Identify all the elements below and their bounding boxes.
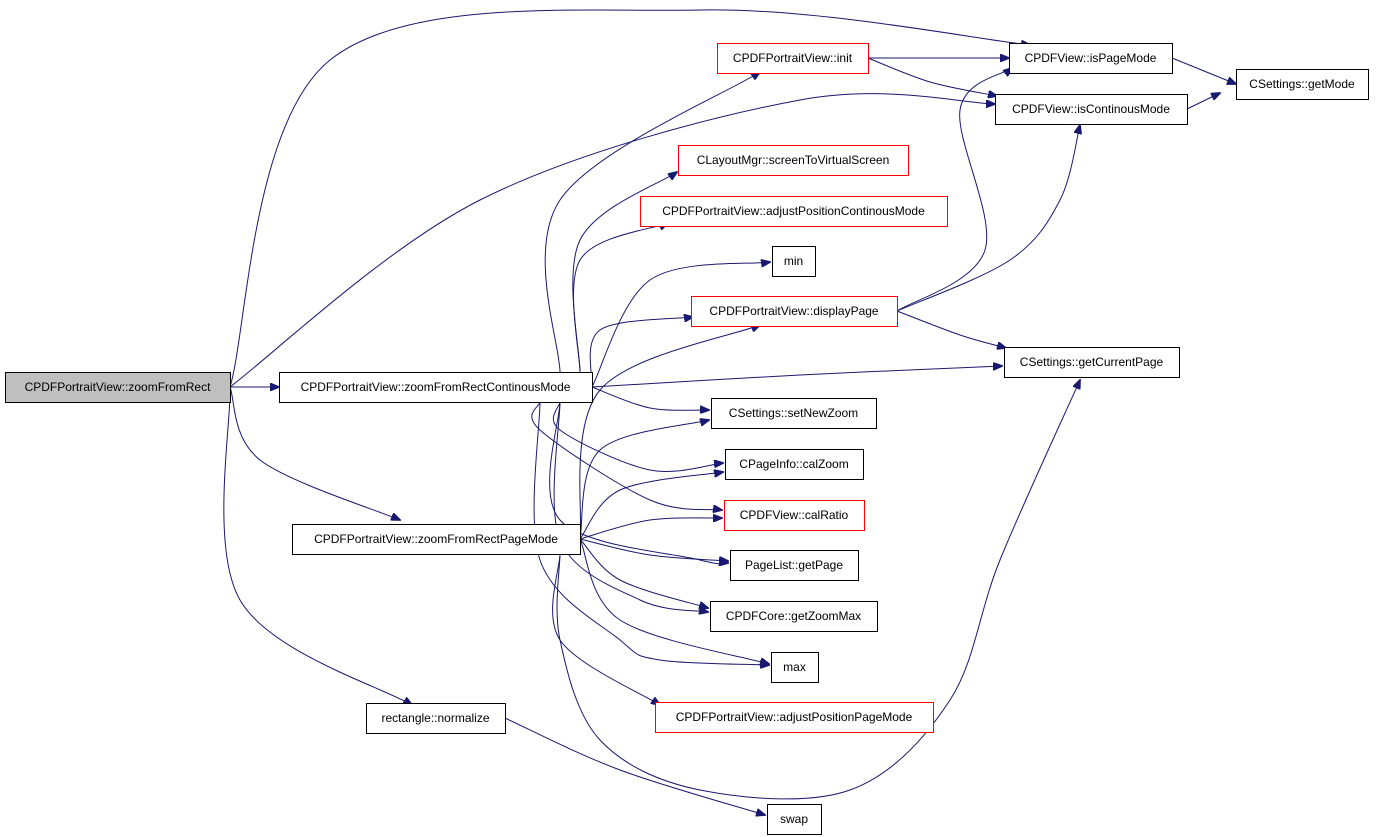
node-box <box>279 372 593 403</box>
edge-zoomFromRectContinousMode-to-getPage <box>549 401 728 564</box>
edge-zoomFromRectPageMode-to-max <box>579 538 769 664</box>
edge-zoomFromRectPageMode-to-calRatio <box>579 518 722 540</box>
node-max[interactable]: max <box>771 652 819 683</box>
node-calZoom[interactable]: CPageInfo::calZoom <box>725 449 864 480</box>
node-getMode[interactable]: CSettings::getMode <box>1236 69 1369 100</box>
node-box <box>730 550 859 581</box>
node-screenToVirtualScreen[interactable]: CLayoutMgr::screenToVirtualScreen <box>678 145 909 176</box>
node-box <box>366 703 506 734</box>
node-swap[interactable]: swap <box>767 804 822 835</box>
edge-zoomFromRectContinousMode-to-min <box>591 262 770 388</box>
edge-zoomFromRectContinousMode-to-getZoomMax <box>553 401 708 612</box>
node-min[interactable]: min <box>772 246 816 277</box>
node-box <box>292 524 581 555</box>
node-isContinousMode[interactable]: CPDFView::isContinousMode <box>995 94 1188 125</box>
edge-zoomFromRectContinousMode-to-calZoom <box>552 401 723 472</box>
edge-normalize-to-swap <box>504 717 765 815</box>
node-box <box>1236 69 1369 100</box>
edge-displayPage-to-getCurrentPage <box>896 310 1006 348</box>
node-box <box>771 652 819 683</box>
node-box <box>640 196 948 227</box>
node-label: CPDFCore::getZoomMax <box>726 609 861 623</box>
edge-zoomFromRectPageMode-to-getZoomMax <box>579 538 708 608</box>
node-adjustPositionContinousMode[interactable]: CPDFPortraitView::adjustPositionContinou… <box>640 196 948 227</box>
node-setNewZoom[interactable]: CSettings::setNewZoom <box>711 398 877 429</box>
node-zoomFromRectPageMode[interactable]: CPDFPortraitView::zoomFromRectPageMode <box>292 524 581 555</box>
edge-init-to-isContinousMode <box>867 57 997 96</box>
node-label: CPDFView::isPageMode <box>1025 51 1157 65</box>
node-box <box>772 246 816 277</box>
node-box <box>1009 43 1173 74</box>
node-label: CSettings::getMode <box>1249 77 1355 91</box>
edge-zoomFromRectContinousMode-to-setNewZoom <box>591 386 709 410</box>
node-box <box>710 601 878 632</box>
node-label: CPDFView::calRatio <box>740 508 849 522</box>
node-getPage[interactable]: PageList::getPage <box>730 550 859 581</box>
node-label: CLayoutMgr::screenToVirtualScreen <box>697 153 890 167</box>
edge-zoomFromRectContinousMode-to-init <box>544 72 760 373</box>
edge-zoomFromRectPageMode-to-getCurrentPage <box>556 380 1080 800</box>
node-box <box>767 804 822 835</box>
node-isPageMode[interactable]: CPDFView::isPageMode <box>1009 43 1173 74</box>
node-getZoomMax[interactable]: CPDFCore::getZoomMax <box>710 601 878 632</box>
edge-isPageMode-to-getMode <box>1171 57 1236 84</box>
node-label: PageList::getPage <box>745 558 843 572</box>
node-label: min <box>784 254 803 268</box>
edge-displayPage-to-isPageMode <box>896 68 1012 312</box>
node-box <box>725 449 864 480</box>
node-box <box>655 702 934 733</box>
node-label: CPDFPortraitView::adjustPositionPageMode <box>676 710 913 724</box>
edge-zoomFromRectContinousMode-to-calRatio <box>531 401 722 510</box>
edge-zoomFromRect-to-isPageMode <box>229 9 1030 388</box>
node-label: CPDFPortraitView::zoomFromRectContinousM… <box>301 380 571 394</box>
node-label: swap <box>780 812 808 826</box>
node-box <box>717 43 869 74</box>
edges-layer <box>223 9 1236 815</box>
node-label: max <box>783 660 806 674</box>
node-zoomFromRect[interactable]: CPDFPortraitView::zoomFromRect <box>5 372 231 403</box>
edge-zoomFromRect-to-zoomFromRectPageMode <box>229 386 400 520</box>
node-box <box>995 94 1188 125</box>
node-box <box>724 500 865 531</box>
edge-zoomFromRectPageMode-to-setNewZoom <box>579 420 709 540</box>
node-label: CPDFPortraitView::zoomFromRect <box>25 380 211 394</box>
node-label: CPDFPortraitView::init <box>733 51 853 65</box>
node-displayPage[interactable]: CPDFPortraitView::displayPage <box>691 296 898 327</box>
edge-zoomFromRect-to-normalize <box>223 386 412 705</box>
node-getCurrentPage[interactable]: CSettings::getCurrentPage <box>1004 347 1180 378</box>
edge-zoomFromRectContinousMode-to-max <box>533 401 769 665</box>
edge-zoomFromRectPageMode-to-displayPage <box>579 325 760 540</box>
node-init[interactable]: CPDFPortraitView::init <box>717 43 869 74</box>
node-box <box>691 296 898 327</box>
node-label: CSettings::getCurrentPage <box>1020 355 1164 369</box>
node-label: CPDFPortraitView::displayPage <box>709 304 879 318</box>
edge-zoomFromRectPageMode-to-getPage <box>579 538 728 561</box>
node-label: CPDFPortraitView::adjustPositionContinou… <box>662 204 925 218</box>
node-calRatio[interactable]: CPDFView::calRatio <box>724 500 865 531</box>
node-box <box>711 398 877 429</box>
edge-isContinousMode-to-getMode <box>1186 93 1220 110</box>
node-label: CPageInfo::calZoom <box>739 457 848 471</box>
node-label: rectangle::normalize <box>381 711 489 725</box>
edge-zoomFromRect-to-isContinousMode <box>229 93 995 388</box>
edge-zoomFromRectContinousMode-to-getCurrentPage <box>591 366 1002 388</box>
node-label: CPDFView::isContinousMode <box>1012 102 1170 116</box>
edge-zoomFromRectContinousMode-to-displayPage <box>589 317 693 388</box>
node-label: CSettings::setNewZoom <box>729 406 858 420</box>
edge-displayPage-to-isContinousMode <box>896 125 1080 312</box>
node-normalize[interactable]: rectangle::normalize <box>366 703 506 734</box>
edge-zoomFromRectPageMode-to-calZoom <box>579 472 723 540</box>
node-box <box>5 372 231 403</box>
node-zoomFromRectContinousMode[interactable]: CPDFPortraitView::zoomFromRectContinousM… <box>279 372 593 403</box>
edge-zoomFromRectContinousMode-to-adjustPositionContinousMode <box>573 223 668 373</box>
node-box <box>678 145 909 176</box>
node-box <box>1004 347 1180 378</box>
node-adjustPositionPageMode[interactable]: CPDFPortraitView::adjustPositionPageMode <box>655 702 934 733</box>
node-label: CPDFPortraitView::zoomFromRectPageMode <box>314 532 558 546</box>
